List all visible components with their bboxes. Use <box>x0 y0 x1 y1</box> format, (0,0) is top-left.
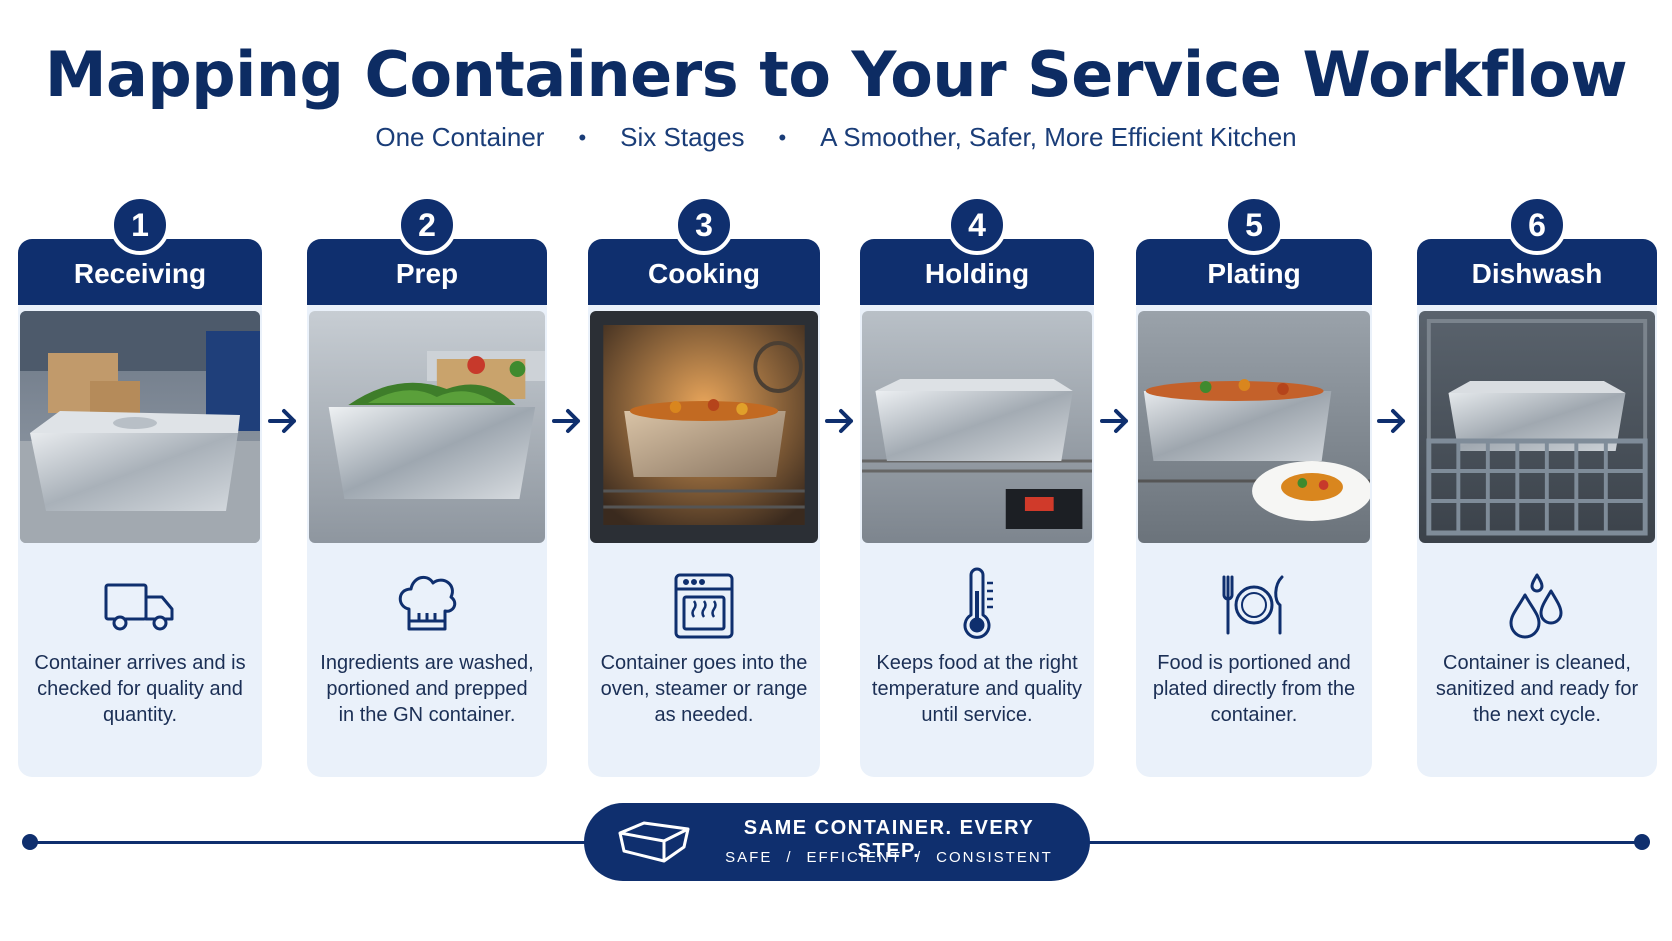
step-prep: Prep 2 Ingredients are washed, portioned… <box>307 195 547 777</box>
arrow-right-icon <box>1375 404 1409 438</box>
arrow-right-icon <box>266 404 300 438</box>
holding-photo <box>862 311 1092 543</box>
arrow-right-icon <box>1098 404 1132 438</box>
gn-container-icon <box>614 815 694 871</box>
banner-tag-consistent: CONSISTENT <box>936 849 1053 866</box>
banner-title: SAME CONTAINER. EVERY STEP. <box>743 817 1035 862</box>
chef-hat-icon <box>387 565 467 645</box>
step-description: Container goes into the oven, steamer or… <box>600 652 808 726</box>
dishwash-photo <box>1419 311 1655 543</box>
oven-icon <box>664 565 744 645</box>
banner-tag-safe: SAFE <box>725 849 773 866</box>
step-number: 4 <box>947 195 1007 255</box>
banner-tag-efficient: EFFICIENT <box>806 849 902 866</box>
subtitle-part-3: A Smoother, Safer, More Efficient Kitche… <box>820 122 1297 152</box>
step-holding: Holding 4 Keeps food at the right temper… <box>860 195 1094 777</box>
subtitle: One Container • Six Stages • A Smoother,… <box>0 122 1672 153</box>
cooking-photo <box>590 311 818 543</box>
step-description: Container arrives and is checked for qua… <box>34 652 246 726</box>
step-dishwash: Dishwash 6 Container is cleaned, sanitiz… <box>1417 195 1657 777</box>
step-number: 2 <box>397 195 457 255</box>
arrow-right-icon <box>550 404 584 438</box>
banner-tags: SAFE / EFFICIENT / CONSISTENT <box>714 849 1064 866</box>
banner-separator: / <box>916 849 923 866</box>
subtitle-part-1: One Container <box>375 122 545 152</box>
water-drops-icon <box>1497 565 1577 645</box>
step-cooking: Cooking 3 Container goes into the oven, … <box>588 195 820 777</box>
plating-photo <box>1138 311 1370 543</box>
step-plating: Plating 5 Food is portioned and plated d… <box>1136 195 1372 777</box>
step-receiving: Receiving 1 Container arrives and is che… <box>18 195 262 777</box>
arrow-right-icon <box>823 404 857 438</box>
timeline-start-dot <box>22 834 38 850</box>
step-number: 5 <box>1224 195 1284 255</box>
receiving-photo <box>20 311 260 543</box>
delivery-truck-icon <box>100 565 180 645</box>
banner-separator: / <box>786 849 793 866</box>
prep-photo <box>309 311 545 543</box>
summary-banner: SAME CONTAINER. EVERY STEP. SAFE / EFFICIE… <box>584 803 1090 881</box>
step-description: Container is cleaned, sanitized and read… <box>1435 652 1639 726</box>
step-description: Keeps food at the right temperature and … <box>871 652 1083 726</box>
subtitle-part-2: Six Stages <box>620 122 745 152</box>
subtitle-bullet: • <box>778 124 787 150</box>
thermometer-icon <box>937 565 1017 645</box>
subtitle-bullet: • <box>578 124 587 150</box>
plate-cutlery-icon <box>1214 565 1294 645</box>
step-description: Food is portioned and plated directly fr… <box>1152 652 1356 726</box>
step-number: 1 <box>110 195 170 255</box>
step-number: 6 <box>1507 195 1567 255</box>
step-description: Ingredients are washed, portioned and pr… <box>320 652 534 726</box>
page-title: Mapping Containers to Your Service Workf… <box>44 38 1628 111</box>
step-number: 3 <box>674 195 734 255</box>
timeline-end-dot <box>1634 834 1650 850</box>
